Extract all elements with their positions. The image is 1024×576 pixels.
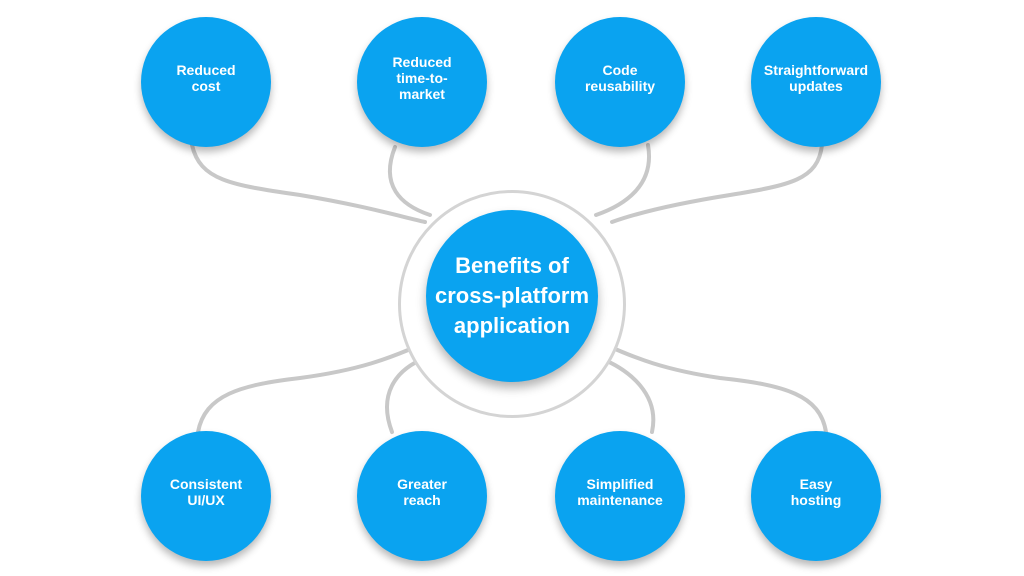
node-greater-reach: Greater reach (357, 431, 487, 561)
hub-circle: Benefits of cross-platform application (426, 210, 598, 382)
node-label: Easy hosting (790, 476, 842, 508)
node-easy-hosting: Easy hosting (751, 431, 881, 561)
node-simplified-maintenance: Simplified maintenance (555, 431, 685, 561)
node-label: Simplified maintenance (577, 476, 663, 508)
connector-simplified-maintenance (598, 356, 656, 434)
connector-time-to-market (388, 145, 432, 217)
connector-straightforward-updates (610, 143, 824, 224)
node-label: Reduced time-to- market (392, 54, 452, 102)
node-reduced-cost: Reduced cost (141, 17, 271, 147)
node-straightforward-updates: Straightforward updates (751, 17, 881, 147)
node-label: Code reusability (584, 62, 656, 94)
connector-easy-hosting (604, 343, 828, 434)
connector-reduced-cost (190, 143, 427, 224)
node-consistent-uiux: Consistent UI/UX (141, 431, 271, 561)
node-label: Reduced cost (176, 62, 236, 94)
node-label: Straightforward updates (763, 62, 869, 94)
hub-title: Benefits of cross-platform application (434, 253, 590, 338)
connector-code-reusability (594, 143, 652, 217)
connector-consistent-uiux (196, 343, 422, 434)
node-reduced-time-to-market: Reduced time-to- market (357, 17, 487, 147)
node-label: Consistent UI/UX (169, 476, 243, 508)
node-label: Greater reach (397, 476, 447, 508)
node-code-reusability: Code reusability (555, 17, 685, 147)
